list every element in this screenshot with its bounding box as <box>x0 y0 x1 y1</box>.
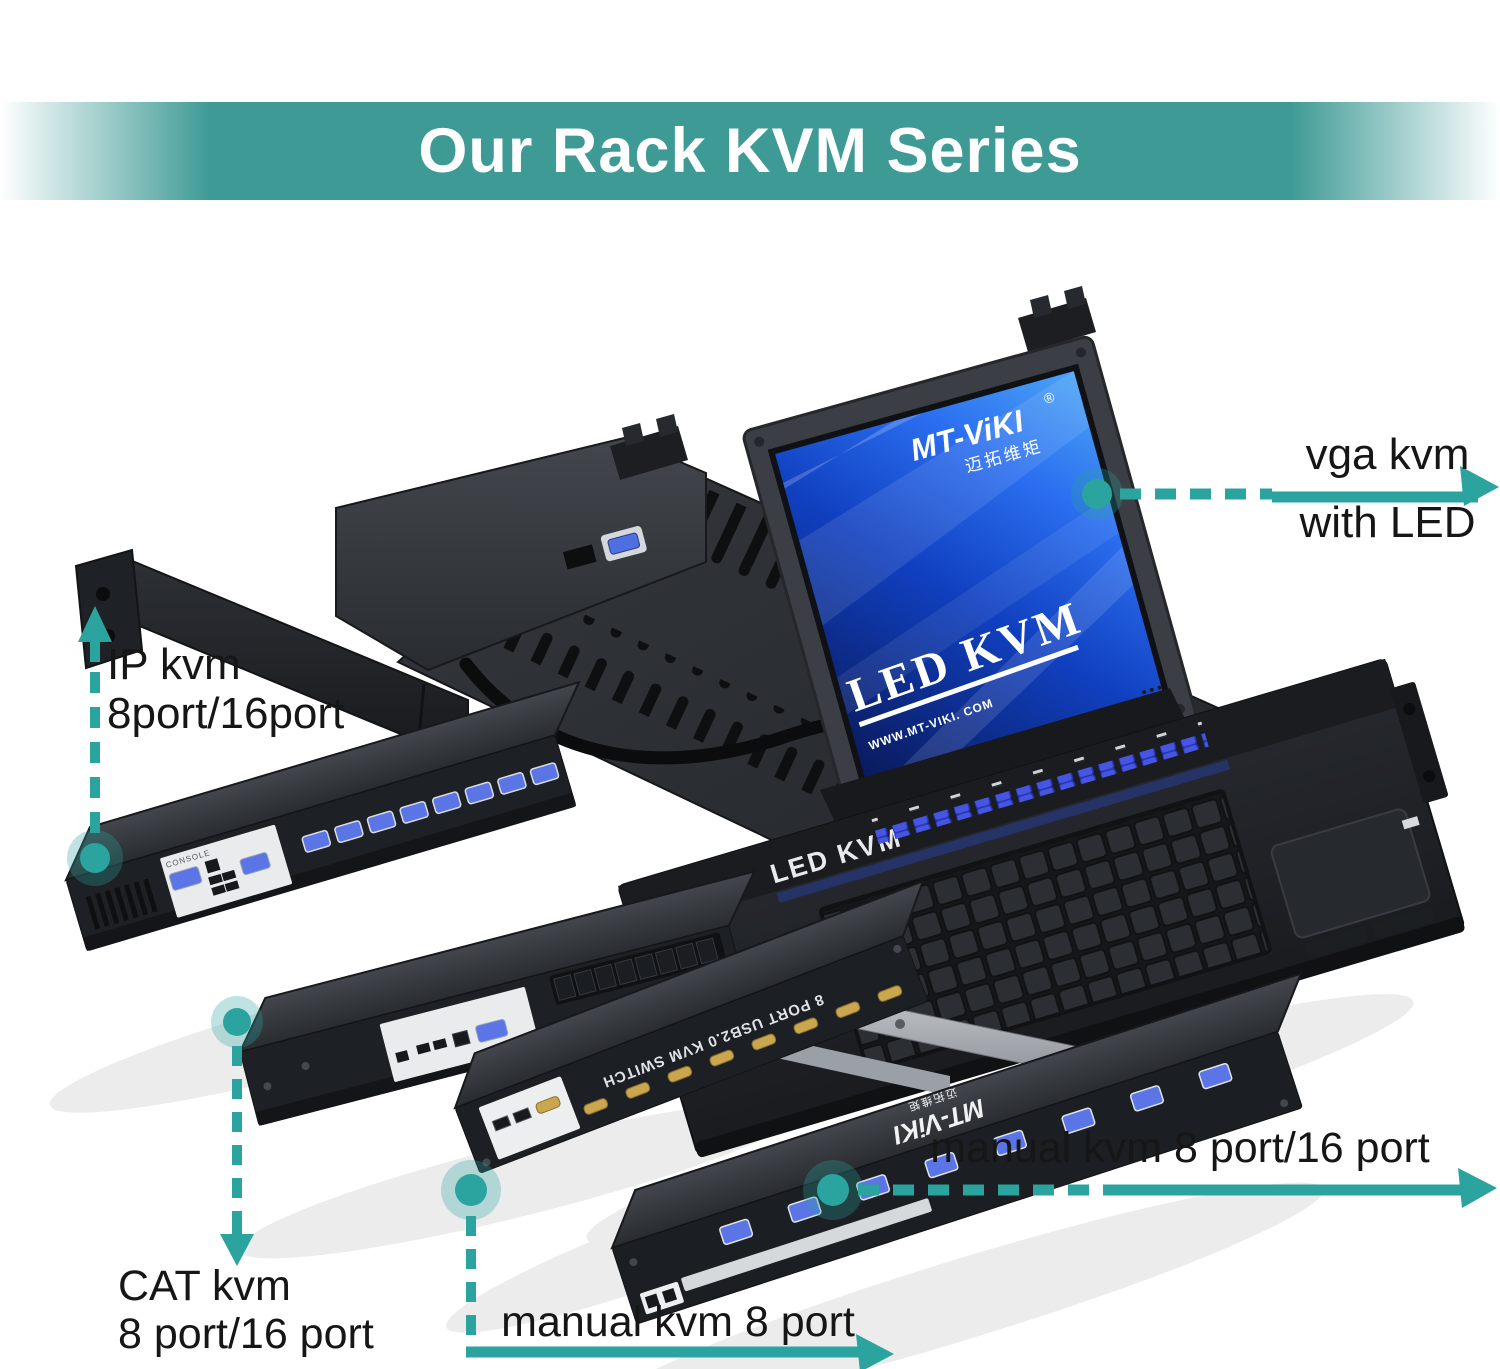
screen <box>775 371 1165 780</box>
vga-port <box>475 1018 509 1043</box>
callout-vga-kvm <box>1071 466 1499 520</box>
callout-arrow <box>78 606 112 642</box>
usb-console-area <box>640 1281 684 1315</box>
hdmi-port <box>535 1096 561 1114</box>
spec-text-strip <box>681 1198 932 1292</box>
rj45-port-row <box>549 932 727 1005</box>
page-title: Our Rack KVM Series <box>418 116 1082 186</box>
touchpad-button-right[interactable] <box>1372 906 1436 939</box>
button-tick-marks <box>871 721 1203 824</box>
title-banner: Our Rack KVM Series <box>0 102 1500 200</box>
device-usb-kvm: 8 PORT USB2.0 KVM SWITCH <box>453 879 928 1173</box>
callout-dot <box>1082 479 1112 509</box>
console-vga-port <box>168 866 203 891</box>
device-ip-kvm: CONSOLE <box>64 680 581 951</box>
usb-port-front <box>1401 816 1420 830</box>
callout-dot <box>455 1174 487 1206</box>
ip-kvm-line1: IP kvm <box>107 640 241 689</box>
rear-vga-port <box>562 526 647 570</box>
callout-arrow <box>1458 1168 1497 1208</box>
rear-bracket-left <box>610 414 688 480</box>
callout-arrow <box>220 1234 254 1266</box>
callout-manual-8-16 <box>803 1160 1497 1220</box>
callout-dot <box>80 843 110 873</box>
callout-label-cat-kvm: CAT kvm 8 port/16 port <box>118 1262 374 1358</box>
keyboard[interactable] <box>822 792 1268 1069</box>
lan-port <box>451 1029 471 1048</box>
callout-dot <box>817 1174 849 1206</box>
callouts <box>67 466 1499 1369</box>
callout-label-vga-kvm-line1: vga kvm <box>1305 430 1470 479</box>
touchpad[interactable] <box>1270 808 1432 940</box>
rack-ear-right <box>1390 682 1449 804</box>
lan-port <box>204 858 221 874</box>
callout-label-manual-kvm-8-16: manual kvm 8 port/16 port <box>930 1124 1430 1172</box>
cat-rear-panel <box>379 987 540 1082</box>
callout-dot <box>223 1008 251 1036</box>
lcd-monitor: MT-ViKI ® 迈拓维矩 LED KVM WWW.MT-VIKI. COM <box>742 335 1197 815</box>
usb-kvm-console-panel <box>478 1076 581 1160</box>
port-select-buttons[interactable] <box>874 733 1209 845</box>
callout-ip-kvm <box>67 606 123 886</box>
screen-light-streaks <box>783 371 1134 771</box>
callout-manual-8 <box>441 1160 894 1369</box>
vga-port-row <box>719 1062 1233 1246</box>
deck-front-lip <box>695 916 1465 1158</box>
usb-port <box>512 1107 533 1124</box>
tray-rear-block <box>335 436 707 672</box>
hdmi-port-row <box>583 985 903 1115</box>
callout-arrow <box>856 1334 894 1369</box>
cat-kvm-line2: 8 port/16 port <box>118 1310 374 1359</box>
registered-mark: ® <box>1042 388 1057 406</box>
usb-port <box>491 1115 512 1132</box>
ip-kvm-line2: 8port/16port <box>107 689 345 739</box>
vga-port-row <box>301 762 560 853</box>
usb-ports <box>416 1042 431 1055</box>
usb-ports <box>208 873 223 886</box>
power-port <box>395 1050 410 1063</box>
end-vent-slats <box>85 878 158 930</box>
cat-kvm-line1: CAT kvm <box>118 1262 291 1310</box>
console-panel: CONSOLE <box>160 824 292 918</box>
monitor-vga-port <box>239 852 271 876</box>
callout-label-manual-kvm-8: manual kvm 8 port <box>501 1298 855 1346</box>
callout-label-ip-kvm: IP kvm 8port/16port <box>107 640 344 739</box>
callout-arrow <box>1460 466 1499 506</box>
device-vga-kvm: MT-ViKI 迈拓维矩 <box>610 972 1303 1324</box>
rear-bracket-right <box>1018 286 1096 352</box>
touchpad-button-left[interactable] <box>1305 926 1369 959</box>
callout-label-vga-kvm-line2: with LED <box>1299 498 1476 547</box>
callout-cat-kvm <box>211 996 263 1266</box>
